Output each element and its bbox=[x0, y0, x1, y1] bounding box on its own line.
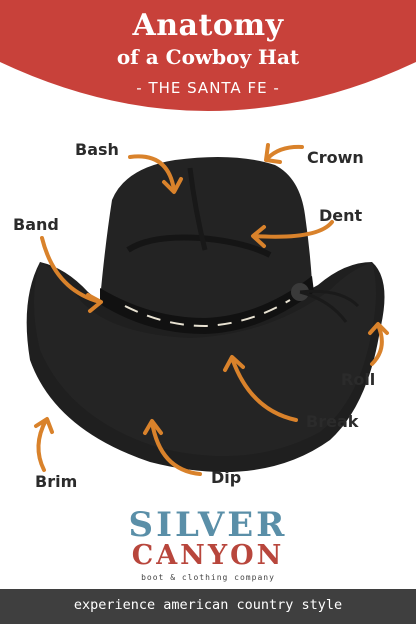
cowboy-hat-illustration bbox=[26, 156, 385, 473]
title-anatomy: Anatomy bbox=[132, 8, 284, 43]
label-crown: Crown bbox=[307, 148, 364, 167]
label-brim: Brim bbox=[35, 472, 78, 491]
header-banner bbox=[0, 0, 416, 111]
logo-canyon: CANYON bbox=[131, 540, 285, 571]
footer-tagline: experience american country style bbox=[73, 597, 343, 613]
subtitle-santa-fe: - THE SANTA FE - bbox=[136, 79, 280, 97]
label-dent: Dent bbox=[319, 206, 363, 225]
label-roll: Roll bbox=[341, 370, 376, 389]
label-dip: Dip bbox=[211, 468, 242, 487]
footer-bar: experience american country style bbox=[0, 589, 416, 624]
hat-band bbox=[100, 276, 314, 334]
label-bash: Bash bbox=[75, 140, 119, 159]
title-cowboy-hat: of a Cowboy Hat bbox=[116, 45, 300, 69]
logo-tagline: boot & clothing company bbox=[141, 573, 275, 582]
label-break: Break bbox=[306, 412, 359, 431]
label-band: Band bbox=[13, 215, 59, 234]
logo-silver: SILVER bbox=[128, 505, 288, 545]
